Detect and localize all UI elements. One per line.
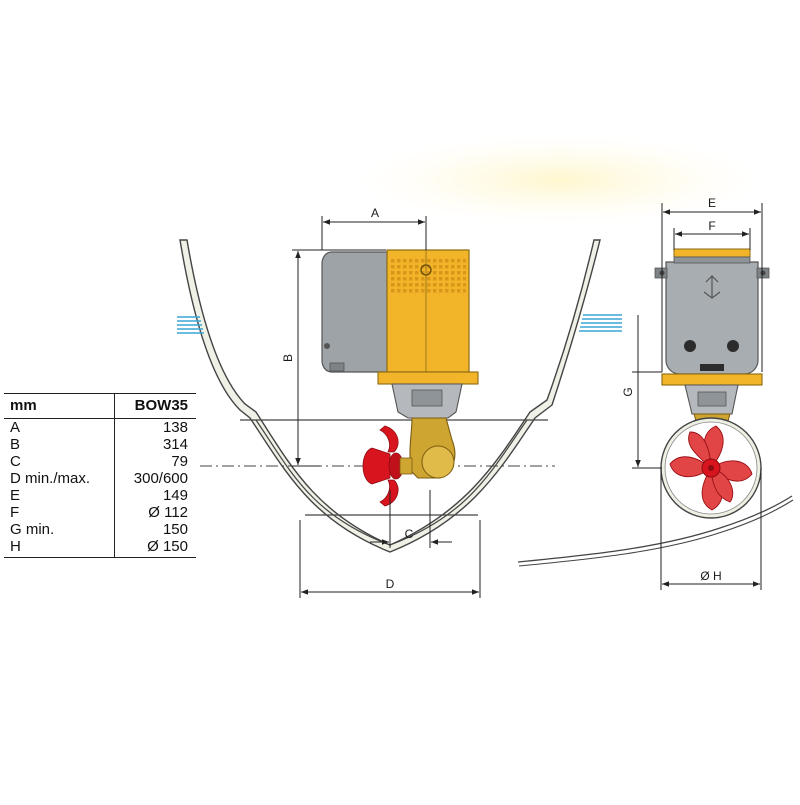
dim-label-e: E xyxy=(708,196,716,210)
motor-flange xyxy=(377,371,479,385)
thruster-side-view xyxy=(321,249,479,507)
propeller-side xyxy=(362,425,413,507)
spec-table-header: mm BOW35 xyxy=(4,393,196,419)
row-value: 79 xyxy=(113,453,196,470)
row-label: B xyxy=(10,436,21,453)
table-row: D min./max. 300/600 xyxy=(4,470,196,487)
hull-shell xyxy=(179,239,601,553)
bracket-block xyxy=(411,389,443,407)
front-label-plate xyxy=(700,364,724,371)
motor-bolt xyxy=(324,343,330,349)
hull-curve-right xyxy=(517,495,793,563)
row-label: E xyxy=(10,487,21,504)
front-terminal-right xyxy=(727,340,739,352)
spec-table: mm BOW35 A 138 B 314 C 79 D min./max. 30… xyxy=(4,393,196,558)
front-top-cap xyxy=(673,248,751,258)
front-terminal-left xyxy=(684,340,696,352)
model-header: BOW35 xyxy=(113,393,196,419)
row-label: D min./max. xyxy=(10,470,91,487)
table-row: F Ø 112 xyxy=(4,504,196,521)
gear-hub xyxy=(421,445,455,479)
table-row: A 138 xyxy=(4,418,196,436)
front-flange xyxy=(661,373,763,386)
dim-label-g: G xyxy=(621,387,635,396)
water-lines-right xyxy=(579,314,622,332)
row-label: H xyxy=(4,538,115,558)
hull-section xyxy=(177,239,622,553)
water-lines-left xyxy=(177,316,204,334)
row-value: Ø 150 xyxy=(113,538,196,558)
row-label: F xyxy=(10,504,20,521)
table-row: E 149 xyxy=(4,487,196,504)
propeller-front xyxy=(669,425,753,511)
dim-label-h: Ø H xyxy=(700,569,721,583)
row-value: 300/600 xyxy=(113,470,196,487)
table-row: C 79 xyxy=(4,453,196,470)
row-value: 149 xyxy=(113,487,196,504)
thruster-front-view xyxy=(517,248,794,567)
dim-label-d: D xyxy=(386,577,395,591)
row-label: A xyxy=(10,419,21,436)
row-value: 314 xyxy=(113,436,196,453)
table-row: B 314 xyxy=(4,436,196,453)
dim-label-c: C xyxy=(405,527,414,541)
dim-label-f: F xyxy=(708,219,715,233)
row-value: 138 xyxy=(113,418,196,436)
row-label: C xyxy=(10,453,21,470)
row-value: Ø 112 xyxy=(113,504,196,521)
unit-header: mm xyxy=(4,393,115,419)
motor-grey-body xyxy=(321,251,393,373)
background-glow xyxy=(360,135,760,225)
row-value: 150 xyxy=(113,521,196,538)
motor-clip xyxy=(329,362,345,372)
dimension-lines xyxy=(292,203,763,598)
table-row: H Ø 150 xyxy=(4,538,196,558)
dim-label-b: B xyxy=(281,354,295,362)
brand-mark xyxy=(703,275,721,299)
motor-vent-grid xyxy=(390,258,466,294)
table-row: G min. 150 xyxy=(4,521,196,538)
row-label: G min. xyxy=(10,521,55,538)
dim-label-a: A xyxy=(371,206,379,220)
dimension-labels: A B C D E F G Ø H xyxy=(281,196,722,591)
